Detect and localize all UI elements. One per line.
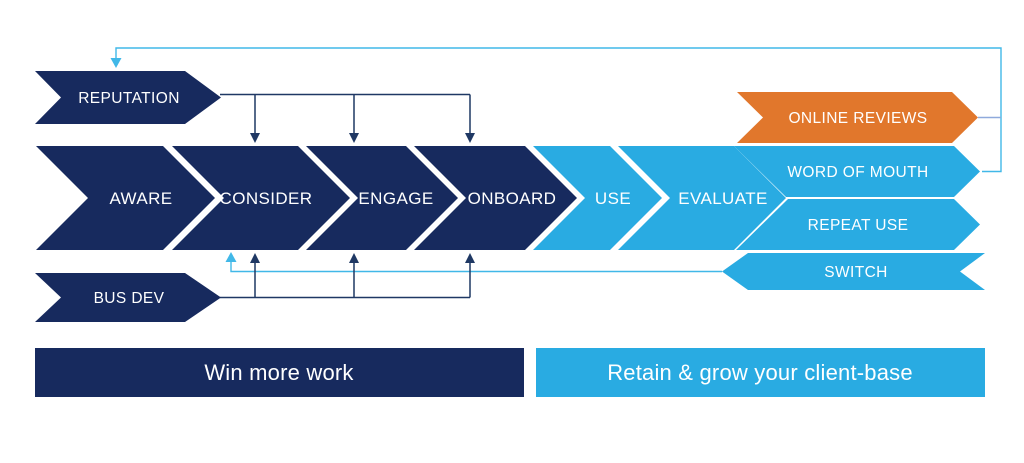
consider-label: CONSIDER <box>220 189 313 208</box>
retain-grow-bar <box>536 348 985 397</box>
arrow-up-engage-icon <box>349 253 359 263</box>
bus-dev-label: BUS DEV <box>94 290 165 307</box>
word-of-mouth-chevron <box>734 146 980 197</box>
onboard-label: ONBOARD <box>468 189 557 208</box>
reputation-connectors <box>220 93 475 143</box>
busdev-connectors <box>220 253 475 299</box>
retain-grow-label: Retain & grow your client-base <box>607 360 913 385</box>
arrow-down-into-reputation-icon <box>110 58 122 68</box>
arrow-down-onboard-icon <box>465 133 475 143</box>
arrow-down-engage-icon <box>349 133 359 143</box>
reputation-branch-lines <box>220 93 471 134</box>
online-reviews-chevron <box>737 92 978 143</box>
arrow-up-onboard-icon <box>465 253 475 263</box>
stage-use: USE <box>533 146 662 250</box>
engage-label: ENGAGE <box>358 189 433 208</box>
outcome-switch: SWITCH <box>722 253 985 290</box>
repeat-use-chevron <box>736 199 980 250</box>
arrow-down-consider-icon <box>250 133 260 143</box>
arrow-up-into-consider-blue-icon <box>225 252 237 262</box>
consider-chevron <box>172 146 350 250</box>
win-more-work-bar <box>35 348 524 397</box>
outcome-online-reviews: ONLINE REVIEWS <box>737 92 978 143</box>
input-bus-dev: BUS DEV <box>35 273 221 322</box>
stage-evaluate: EVALUATE <box>618 146 786 250</box>
switch-chevron <box>722 253 985 290</box>
evaluate-label: EVALUATE <box>678 189 768 208</box>
win-more-work-label: Win more work <box>204 360 354 385</box>
aware-chevron <box>36 146 215 250</box>
outcome-repeat-use: REPEAT USE <box>736 199 980 250</box>
engage-chevron <box>306 146 458 250</box>
switch-feedback-line <box>230 262 722 273</box>
input-reputation: REPUTATION <box>35 71 221 124</box>
phase-win-more-work: Win more work <box>35 348 524 397</box>
bus-dev-chevron <box>35 273 221 322</box>
outcome-word-of-mouth: WORD OF MOUTH <box>734 146 980 197</box>
repeat-use-label: REPEAT USE <box>808 217 909 234</box>
arrow-up-consider-icon <box>250 253 260 263</box>
stage-consider: CONSIDER <box>172 146 350 250</box>
busdev-branch-lines <box>220 262 471 299</box>
onboard-chevron <box>414 146 577 250</box>
feedback-loop-switch <box>225 252 722 273</box>
switch-label: SWITCH <box>824 264 888 281</box>
online-reviews-label: ONLINE REVIEWS <box>788 110 927 127</box>
stage-engage: ENGAGE <box>306 146 458 250</box>
aware-label: AWARE <box>109 189 172 208</box>
feedback-loop-top <box>110 47 1002 173</box>
reputation-chevron <box>35 71 221 124</box>
reputation-label: REPUTATION <box>78 90 180 107</box>
feedback-line-top <box>115 47 1002 173</box>
use-chevron <box>533 146 662 250</box>
stage-onboard: ONBOARD <box>414 146 577 250</box>
use-label: USE <box>595 189 631 208</box>
phase-retain-grow: Retain & grow your client-base <box>536 348 985 397</box>
word-of-mouth-label: WORD OF MOUTH <box>787 164 928 181</box>
stage-aware: AWARE <box>36 146 215 250</box>
evaluate-chevron <box>618 146 786 250</box>
